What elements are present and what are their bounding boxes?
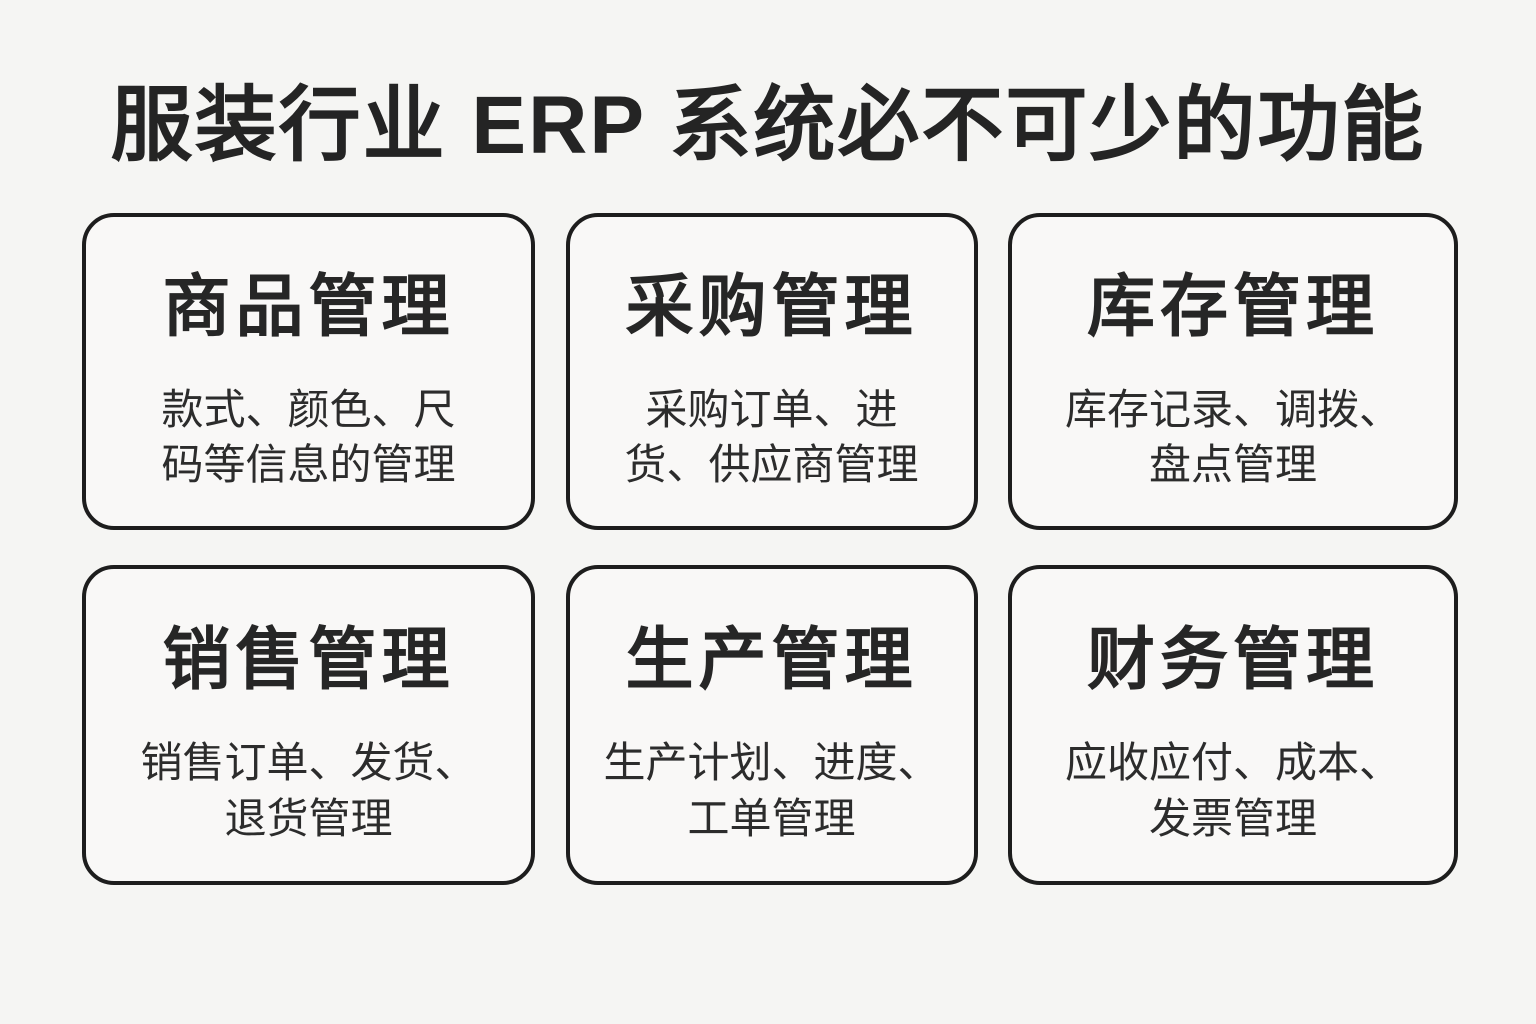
card-description: 生产计划、进度、 工单管理 <box>603 739 940 842</box>
card-sales-management: 销售管理 销售订单、发货、 退货管理 <box>82 565 535 885</box>
card-description: 销售订单、发货、 退货管理 <box>140 739 477 842</box>
card-description: 采购订单、进 货、供应商管理 <box>624 385 919 488</box>
feature-grid: 商品管理 款式、颜色、尺 码等信息的管理 采购管理 采购订单、进 货、供应商管理… <box>82 213 1458 885</box>
card-title: 商品管理 <box>162 268 455 345</box>
card-finance-management: 财务管理 应收应付、成本、 发票管理 <box>1008 565 1458 885</box>
card-description: 库存记录、调拨、 盘点管理 <box>1064 385 1401 488</box>
page-title: 服装行业 ERP 系统必不可少的功能 <box>110 80 1426 171</box>
card-production-management: 生产管理 生产计划、进度、 工单管理 <box>565 565 978 885</box>
card-title: 销售管理 <box>162 622 455 699</box>
card-title: 生产管理 <box>625 622 918 699</box>
card-title: 库存管理 <box>1086 268 1379 345</box>
card-description: 应收应付、成本、 发票管理 <box>1064 739 1401 842</box>
card-product-management: 商品管理 款式、颜色、尺 码等信息的管理 <box>82 213 535 530</box>
card-purchasing-management: 采购管理 采购订单、进 货、供应商管理 <box>565 213 978 530</box>
erp-features-infographic: 服装行业 ERP 系统必不可少的功能 商品管理 款式、颜色、尺 码等信息的管理 … <box>0 0 1536 885</box>
card-inventory-management: 库存管理 库存记录、调拨、 盘点管理 <box>1008 213 1458 530</box>
card-title: 采购管理 <box>625 268 918 345</box>
card-title: 财务管理 <box>1086 622 1379 699</box>
card-description: 款式、颜色、尺 码等信息的管理 <box>161 385 456 488</box>
